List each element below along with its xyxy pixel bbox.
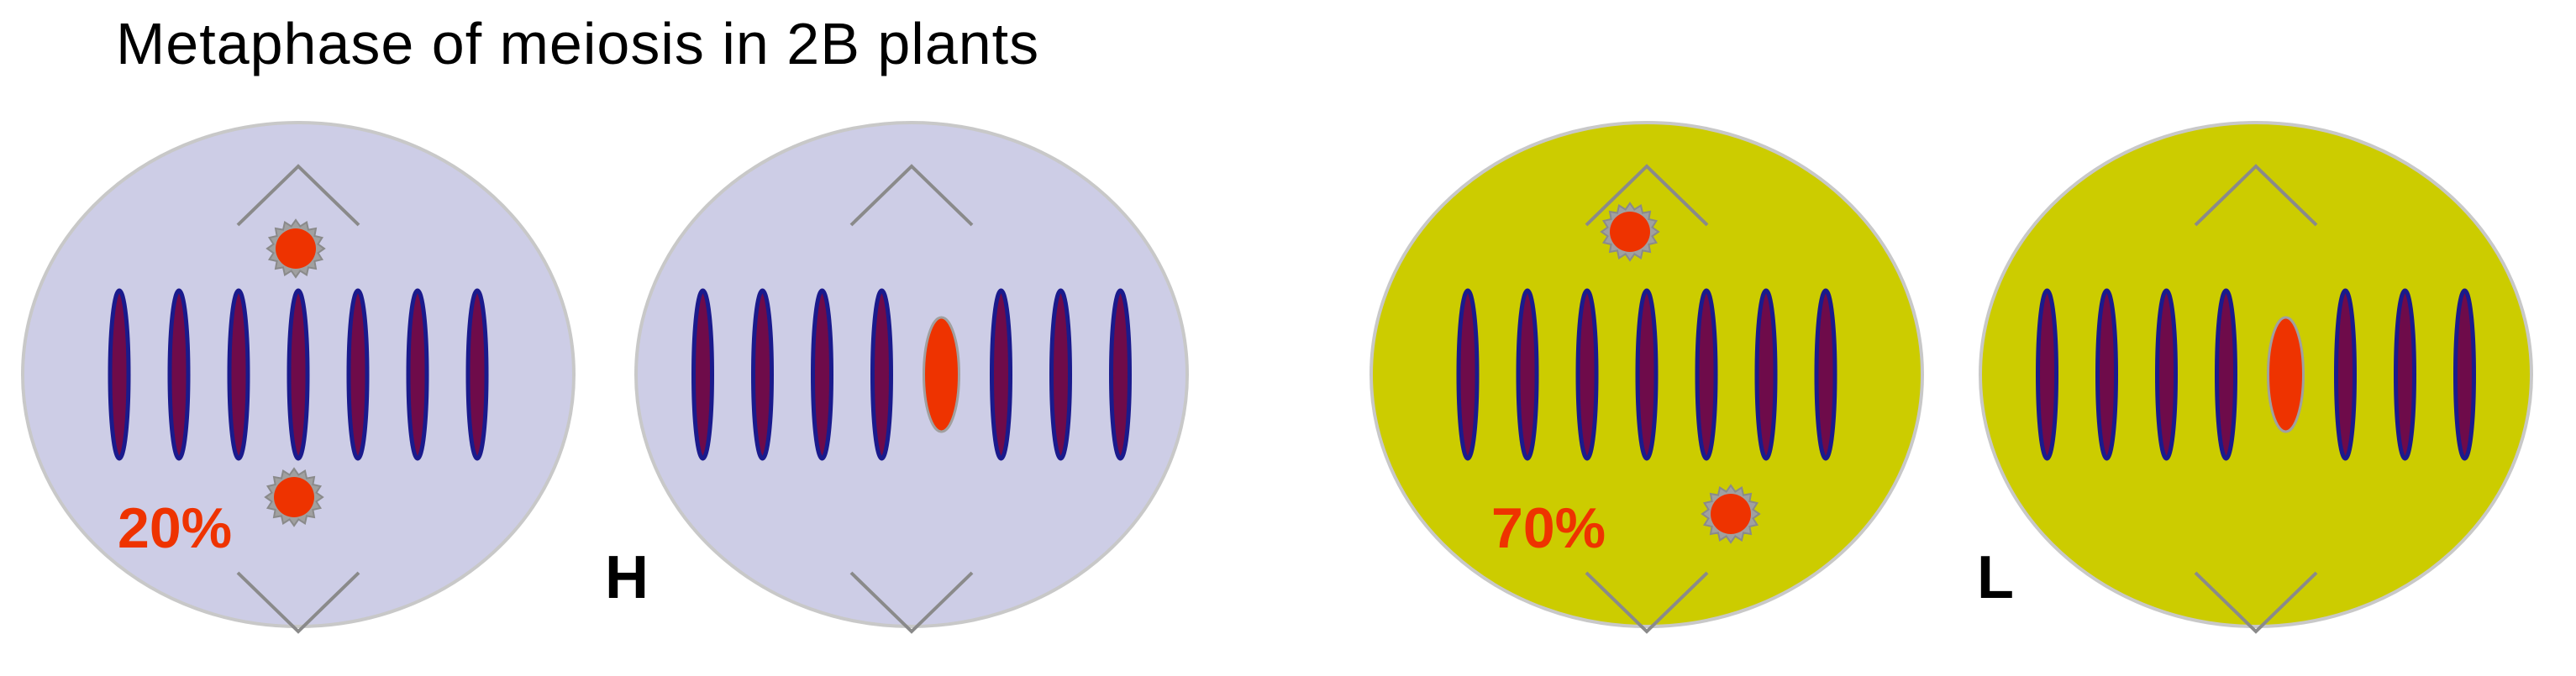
b-chromosome <box>1610 212 1650 252</box>
b-chromosome-at-plate <box>923 316 960 433</box>
spindle-pole-top <box>849 164 974 227</box>
chromosome <box>167 288 191 461</box>
group-label: H <box>605 544 649 611</box>
spindle-pole-bottom <box>1585 571 1709 634</box>
chromosome <box>108 288 131 461</box>
chromosome <box>811 288 833 461</box>
chromosome <box>1456 288 1480 461</box>
diagram-title: Metaphase of meiosis in 2B plants <box>116 11 1040 76</box>
chromosome <box>287 288 310 461</box>
group-label: L <box>1977 544 2014 611</box>
meiotic-cell: 20% <box>21 121 576 634</box>
chromosome <box>691 288 714 461</box>
chromosome <box>346 288 370 461</box>
chromosome <box>2215 288 2237 461</box>
chromosome <box>2334 288 2357 461</box>
chromosome <box>990 288 1012 461</box>
chromosome <box>1814 288 1837 461</box>
percent-label: 20% <box>118 496 232 560</box>
chromosome <box>2453 288 2476 461</box>
meiotic-cell <box>634 121 1189 634</box>
spindle-pole-top <box>236 164 360 227</box>
meiotic-cell <box>1979 121 2533 634</box>
spindle-pole-bottom <box>236 571 360 634</box>
spindle-pole-top <box>2194 164 2318 227</box>
chromosome <box>2036 288 2058 461</box>
chromosome <box>751 288 774 461</box>
cell-body <box>634 121 1189 628</box>
chromosome <box>1695 288 1718 461</box>
chromosome <box>406 288 429 461</box>
spindle-pole-top <box>1585 164 1709 227</box>
chromosome <box>2095 288 2118 461</box>
chromosome <box>870 288 893 461</box>
chromosome <box>1754 288 1778 461</box>
chromosome <box>2155 288 2178 461</box>
chromosome <box>227 288 250 461</box>
b-chromosome <box>276 228 316 269</box>
spindle-pole-bottom <box>849 571 974 634</box>
b-chromosome <box>274 477 314 517</box>
cell-body <box>1979 121 2533 628</box>
spindle-pole-bottom <box>2194 571 2318 634</box>
chromosome <box>1109 288 1132 461</box>
b-chromosome-at-plate <box>2267 316 2305 433</box>
chromosome <box>1516 288 1539 461</box>
chromosome <box>2394 288 2416 461</box>
chromosome <box>1575 288 1599 461</box>
percent-label: 70% <box>1491 496 1606 560</box>
b-chromosome <box>1711 494 1751 534</box>
meiotic-cell: 70% <box>1369 121 1924 634</box>
chromosome <box>1049 288 1072 461</box>
chromosome <box>1635 288 1659 461</box>
chromosome <box>465 288 489 461</box>
